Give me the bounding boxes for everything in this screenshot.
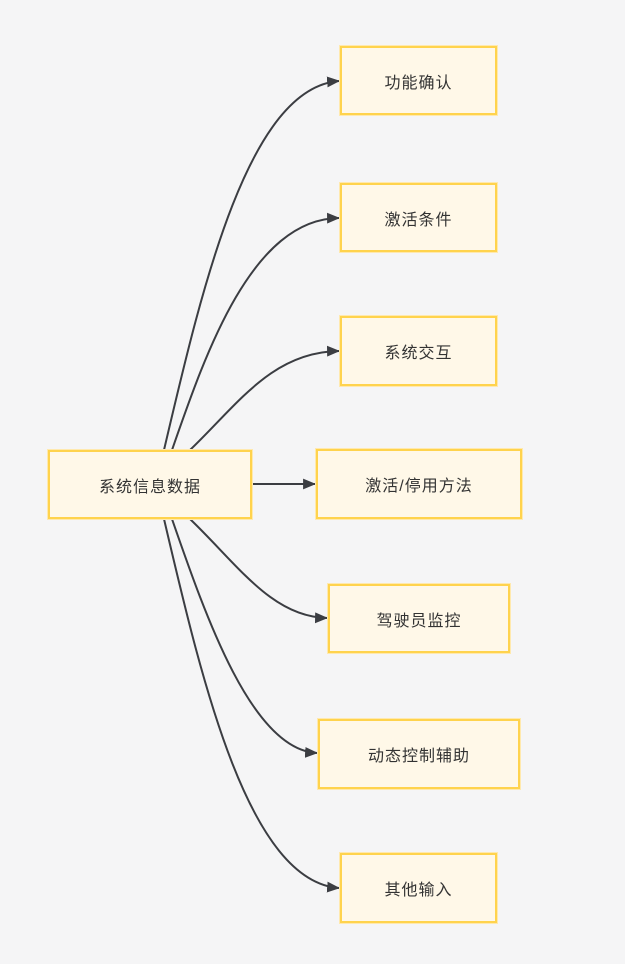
- node-label: 系统交互: [384, 345, 453, 362]
- node-label: 激活/停用方法: [365, 478, 473, 495]
- edge-to-system-interaction: [189, 345, 341, 451]
- edge-to-dynamic-control-assist: [171, 518, 319, 758]
- node-function-confirmation[interactable]: 功能确认: [340, 46, 497, 115]
- edge-to-driver-monitoring: [189, 518, 329, 624]
- edge-to-function-confirmation: [163, 76, 341, 451]
- node-label: 功能确认: [384, 74, 453, 92]
- edge-to-other-inputs: [163, 518, 341, 893]
- node-label: 动态控制辅助: [367, 748, 470, 765]
- node-driver-monitoring[interactable]: 驾驶员监控: [328, 584, 510, 653]
- node-activation-conditions[interactable]: 激活条件: [340, 183, 497, 252]
- node-label: 驾驶员监控: [376, 612, 462, 630]
- node-label: 系统信息数据: [98, 478, 201, 496]
- node-system-info-data[interactable]: 系统信息数据: [48, 450, 252, 519]
- node-system-interaction[interactable]: 系统交互: [340, 316, 497, 386]
- node-label: 其他输入: [384, 882, 453, 899]
- node-label: 激活条件: [384, 211, 453, 229]
- node-activation-deactivation-method[interactable]: 激活/停用方法: [316, 449, 522, 519]
- node-dynamic-control-assist[interactable]: 动态控制辅助: [318, 719, 520, 789]
- edge-to-activation-conditions: [171, 212, 341, 451]
- node-other-inputs[interactable]: 其他输入: [340, 853, 497, 923]
